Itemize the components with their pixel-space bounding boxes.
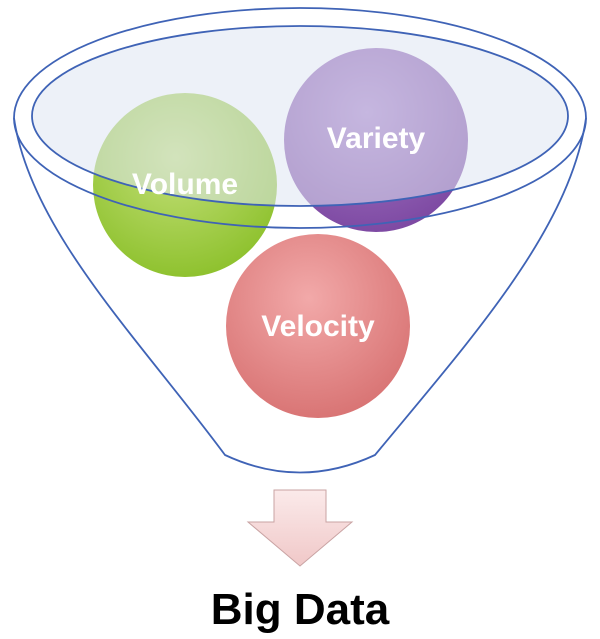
velocity-circle-shape [226,234,410,418]
circle-velocity [226,234,410,418]
funnel-rim-outer [13,7,587,229]
down-arrow-icon [246,489,354,567]
volume-label: Volume [132,168,238,201]
big-data-label: Big Data [211,585,390,634]
funnel-rim-inner [31,25,569,207]
variety-label: Variety [327,122,426,155]
velocity-label: Velocity [261,310,375,343]
